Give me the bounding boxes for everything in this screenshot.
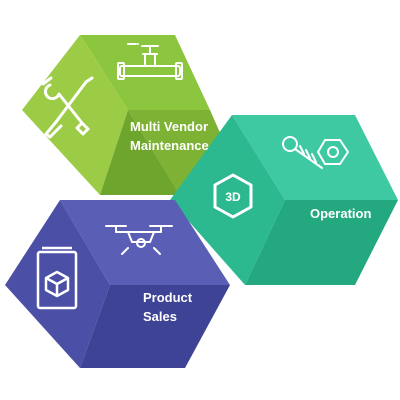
hex-face-left-operation bbox=[170, 115, 285, 285]
hexagon-sales bbox=[5, 200, 230, 368]
hex-face-top-maintenance bbox=[80, 35, 210, 110]
3d-cube-icon-glyph: 3D bbox=[225, 190, 241, 204]
label-operation: Operation bbox=[310, 204, 371, 223]
wrench-screwdriver-icon bbox=[41, 76, 94, 139]
hexagon-operation bbox=[170, 115, 398, 285]
label-maintenance-line-2: Maintenance bbox=[130, 138, 209, 153]
label-sales: Product Sales bbox=[143, 288, 192, 326]
label-maintenance-line-1: Multi Vendor bbox=[130, 119, 208, 134]
screw-nut-icon bbox=[282, 136, 349, 169]
hex-face-bottom-maintenance bbox=[100, 110, 180, 195]
hexagon-maintenance bbox=[22, 35, 232, 195]
label-maintenance: Multi Vendor Maintenance bbox=[130, 117, 209, 155]
product-box-icon bbox=[36, 246, 78, 310]
hex-face-right-sales bbox=[80, 285, 230, 368]
3d-cube-icon bbox=[213, 173, 253, 219]
drone-icon bbox=[105, 225, 173, 255]
label-operation-line-1: Operation bbox=[310, 206, 372, 221]
hex-face-top-operation bbox=[232, 115, 398, 200]
pipe-valve-icon bbox=[117, 43, 183, 80]
hex-face-right-operation bbox=[245, 200, 398, 285]
label-sales-line-1: Product bbox=[143, 290, 193, 305]
label-sales-line-2: Sales bbox=[143, 309, 177, 324]
